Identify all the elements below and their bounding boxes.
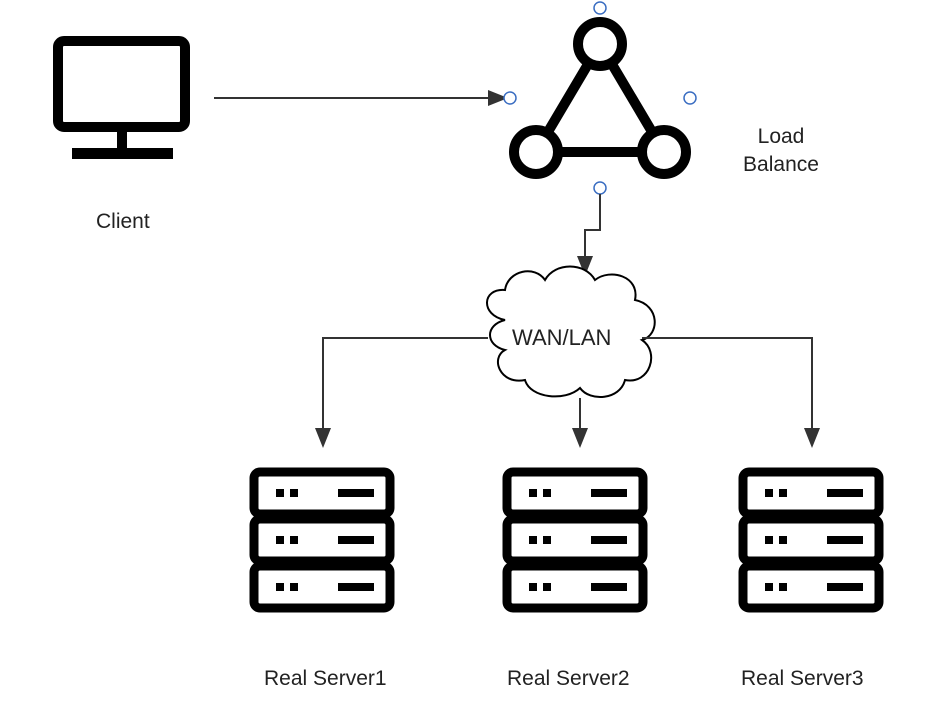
client-to-balancer-arrow [214, 90, 508, 106]
server-rack-icon [502, 467, 648, 613]
handle-bottom [593, 181, 607, 195]
server1-label: Real Server1 [264, 667, 387, 690]
load-balancer-label-line2: Balance [743, 153, 819, 176]
load-balancer-label-line1: Load [757, 125, 805, 148]
server2-label: Real Server2 [507, 667, 630, 690]
handle-left [503, 91, 517, 105]
handle-top [593, 1, 607, 15]
server3-label: Real Server3 [741, 667, 864, 690]
balancer-to-network-arrow [577, 194, 601, 276]
server-rack-icon [249, 467, 395, 613]
load-balancer-icon [509, 17, 691, 179]
server-rack-icon [738, 467, 884, 613]
network-to-server1-arrow [315, 337, 488, 448]
load-balancer-label: Load Balance [736, 123, 826, 179]
network-to-server2-arrow [572, 398, 588, 448]
selection-handles[interactable] [503, 1, 697, 195]
network-label: WAN/LAN [512, 325, 612, 350]
handle-right [683, 91, 697, 105]
monitor-icon [53, 36, 190, 159]
network-to-server3-arrow [642, 337, 820, 448]
cloud-icon [486, 265, 656, 399]
client-label: Client [96, 210, 150, 233]
